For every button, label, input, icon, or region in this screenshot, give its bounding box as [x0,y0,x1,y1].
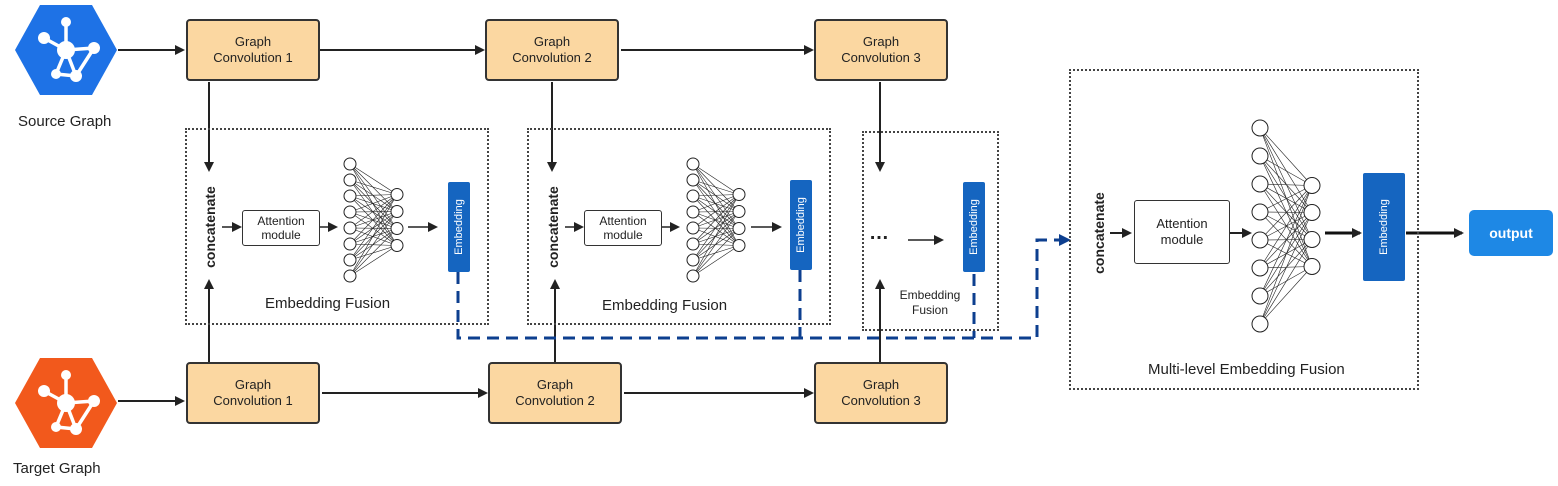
ellipsis: … [869,222,890,244]
top-graph-convolution-3: Graph Convolution 3 [814,19,948,81]
embedding-fusion-title-1: Embedding Fusion [265,295,391,312]
embedding-box-1: Embedding [448,182,470,272]
output-button: output [1469,210,1553,256]
embedding-fusion-block-1 [185,128,489,325]
attention-module-1: Attention module [242,210,320,246]
concatenate-label-multilevel: concatenate [1091,192,1107,274]
concatenate-label-1: concatenate [202,186,218,268]
embedding-box-2: Embedding [790,180,812,270]
embedding-fusion-block-2 [527,128,831,325]
attention-module-multilevel: Attention module [1134,200,1230,264]
source-graph-icon [15,5,117,95]
target-graph-icon [15,358,117,448]
multi-level-fusion-title: Multi-level Embedding Fusion [1148,361,1345,378]
embedding-fusion-title-2: Embedding Fusion [602,297,728,314]
attention-module-2: Attention module [584,210,662,246]
multi-level-embedding-fusion-block [1069,69,1419,390]
bottom-graph-convolution-3: Graph Convolution 3 [814,362,948,424]
source-graph-label: Source Graph [18,113,112,130]
neural-net-2 [686,157,746,283]
embedding-box-3: Embedding [963,182,985,272]
neural-net-1 [343,157,404,283]
concatenate-label-2: concatenate [545,186,561,268]
neural-net-multilevel [1251,119,1321,333]
dashed-embedding-collector [456,234,1071,340]
bottom-graph-convolution-2: Graph Convolution 2 [488,362,622,424]
embedding-fusion-block-3 [862,131,999,331]
bottom-graph-convolution-1: Graph Convolution 1 [186,362,320,424]
top-graph-convolution-2: Graph Convolution 2 [485,19,619,81]
top-graph-convolution-1: Graph Convolution 1 [186,19,320,81]
target-graph-label: Target Graph [13,460,101,477]
embedding-box-multilevel: Embedding [1363,173,1405,281]
embedding-fusion-title-3: Embedding Fusion [899,288,961,317]
